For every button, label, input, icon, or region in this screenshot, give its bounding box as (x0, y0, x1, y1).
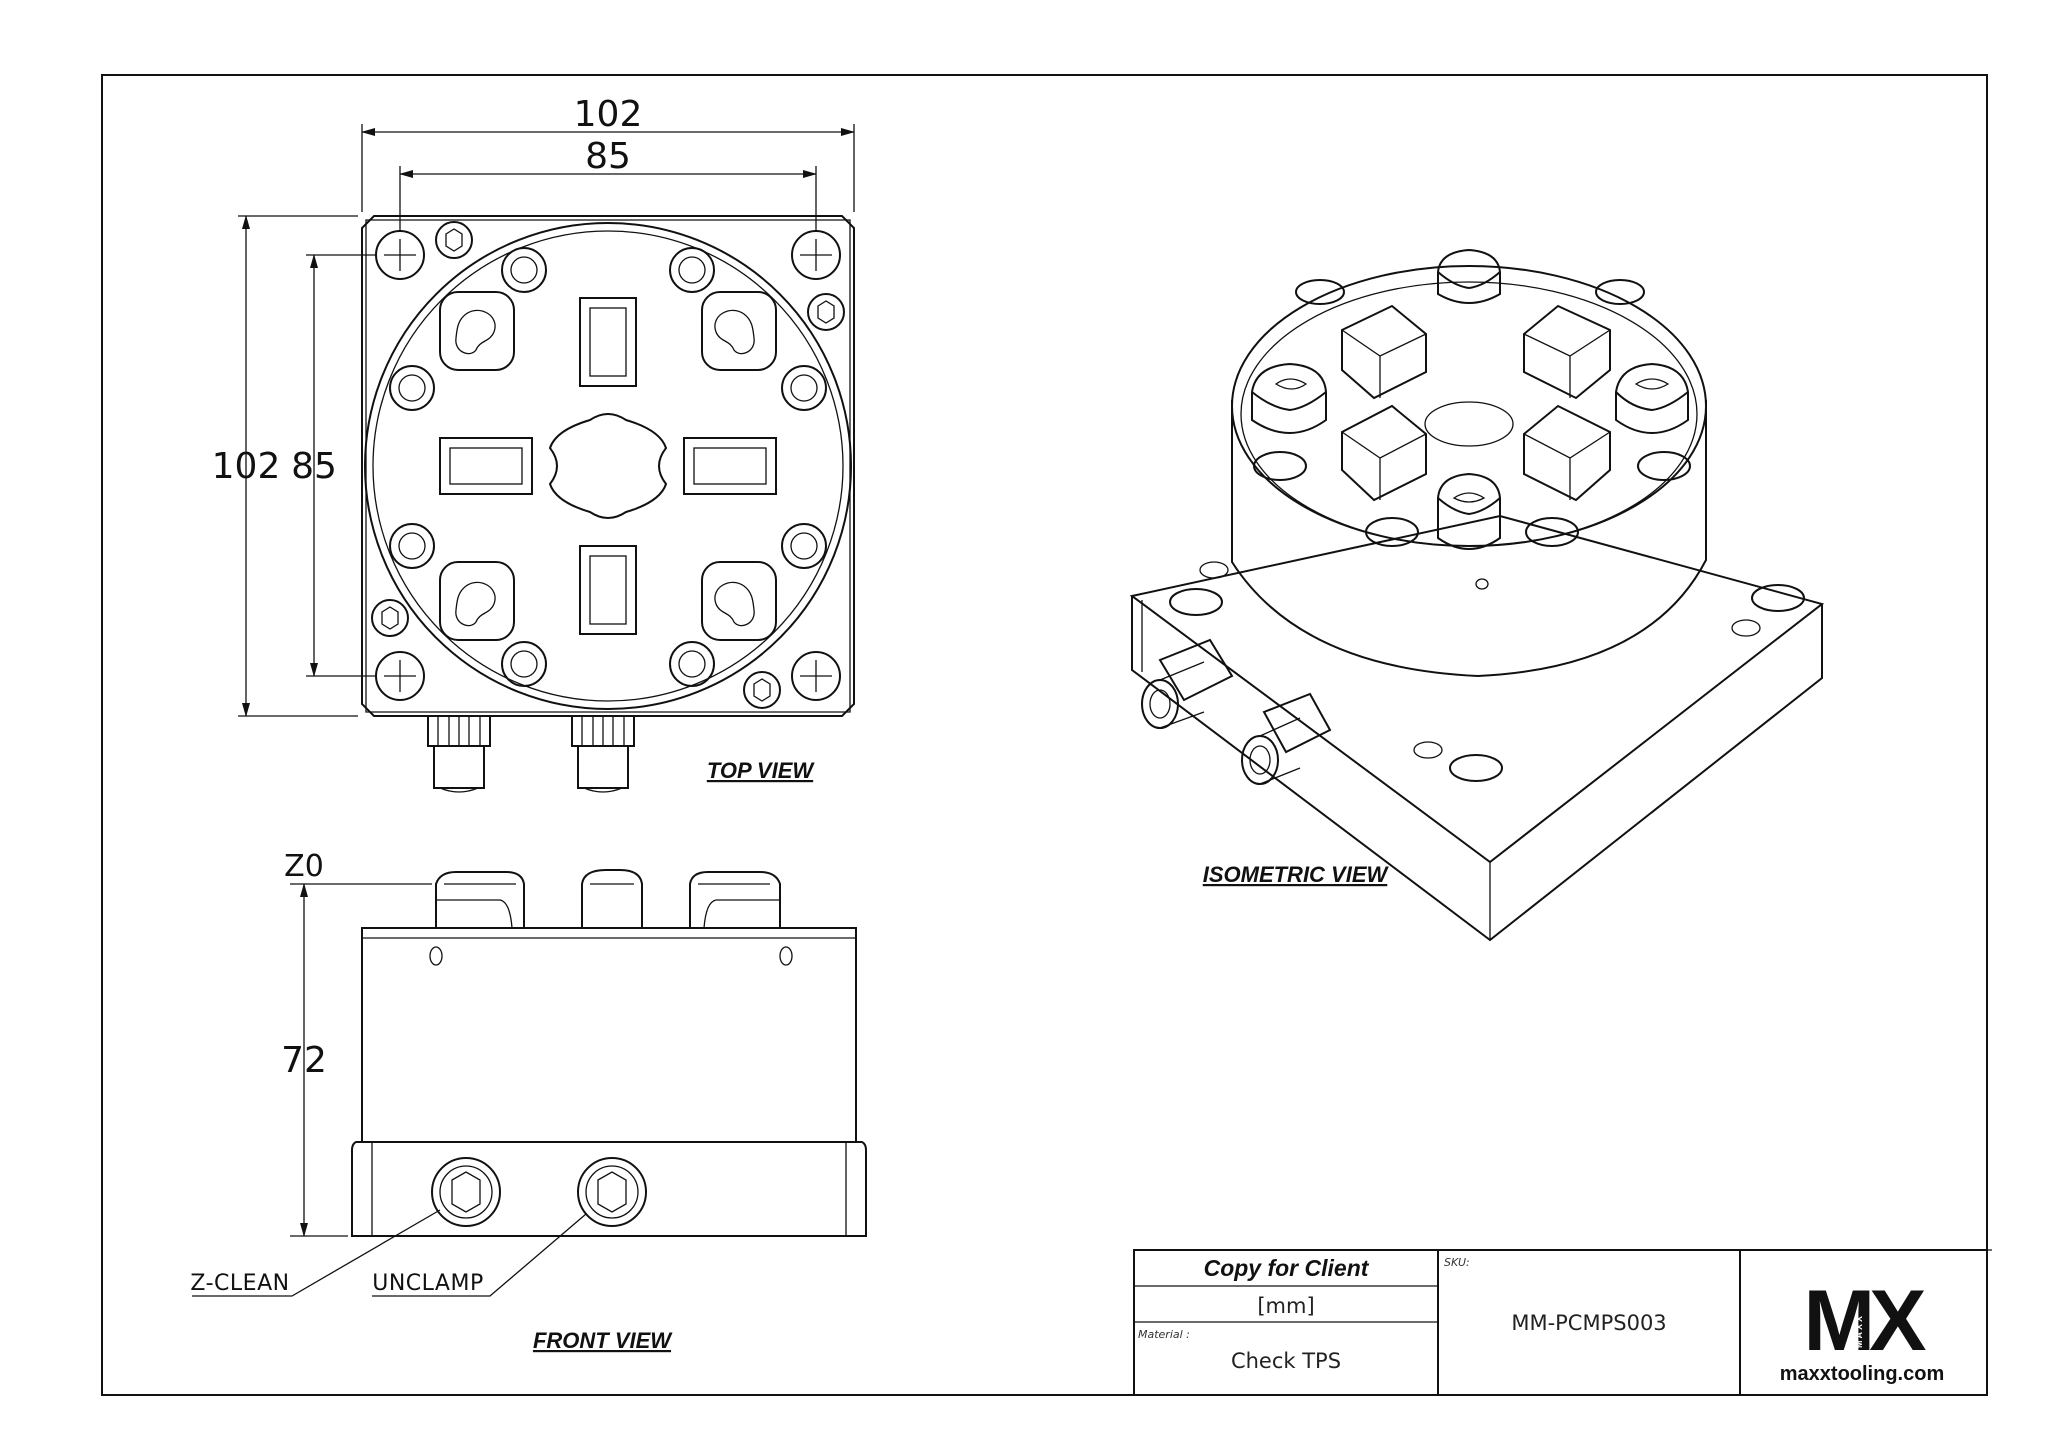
clamp-pins (439, 291, 777, 641)
front-view-base (351, 1141, 867, 1237)
center-boss (548, 413, 668, 519)
hex-screws-plate (371, 221, 845, 709)
top-view: 102 85 102 85 TOP VIEW (212, 94, 855, 793)
top-view-fittings (427, 715, 635, 793)
front-view-pins (435, 869, 781, 929)
front-view-label: FRONT VIEW (533, 1328, 673, 1353)
dim-top-width-overall: 102 (574, 94, 643, 135)
isometric-view-label: ISOMETRIC VIEW (1203, 862, 1390, 887)
iso-pins (1250, 248, 1690, 550)
sku-value: MM-PCMPS003 (1511, 1311, 1666, 1335)
material-value: Check TPS (1231, 1349, 1341, 1373)
front-view-ports (431, 1157, 647, 1227)
sheet-border (101, 74, 1988, 1396)
jaw-slots (439, 297, 777, 635)
corner-holes (375, 230, 841, 701)
counterbored-screws (389, 247, 827, 687)
dim-top-height-overall: 102 (212, 446, 281, 487)
iso-fittings (1141, 638, 1332, 785)
isometric-view: ISOMETRIC VIEW (1129, 248, 1825, 942)
dim-z-zero: Z0 (284, 849, 324, 884)
top-view-base-plate (361, 215, 855, 717)
dim-front-height: 72 (281, 1040, 327, 1081)
front-view: Z0 72 Z-CLEAN UNCLAMP FRONT VIEW (190, 849, 867, 1353)
dim-top-width-holes: 85 (585, 136, 631, 177)
top-view-label: TOP VIEW (707, 758, 816, 783)
port-callouts (192, 1209, 587, 1297)
callout-unclamp: UNCLAMP (372, 1271, 483, 1296)
callout-z-clean: Z-CLEAN (190, 1271, 289, 1296)
material-label: Material : (1138, 1328, 1190, 1341)
iso-cylinder (1231, 400, 1707, 678)
copy-for-client: Copy for Client (1204, 1255, 1370, 1281)
front-view-body (361, 927, 857, 1143)
units-label: [mm] (1257, 1294, 1314, 1318)
iso-jaws (1341, 304, 1611, 502)
logo-small: MAXX (1854, 1314, 1864, 1348)
website: maxxtooling.com (1780, 1363, 1944, 1385)
sku-label: SKU: (1444, 1256, 1470, 1269)
logo-mark: MX (1804, 1273, 1927, 1369)
maxx-logo: MX MAXX maxxtooling.com (1780, 1273, 1944, 1385)
iso-top-holes (1253, 279, 1691, 547)
top-view-round-body (364, 222, 852, 710)
top-view-dimensions (238, 124, 855, 717)
dim-top-height-holes: 85 (291, 446, 337, 487)
front-view-dimensions (290, 883, 432, 1237)
title-block: Copy for Client [mm] Material : Check TP… (1133, 1249, 1992, 1396)
